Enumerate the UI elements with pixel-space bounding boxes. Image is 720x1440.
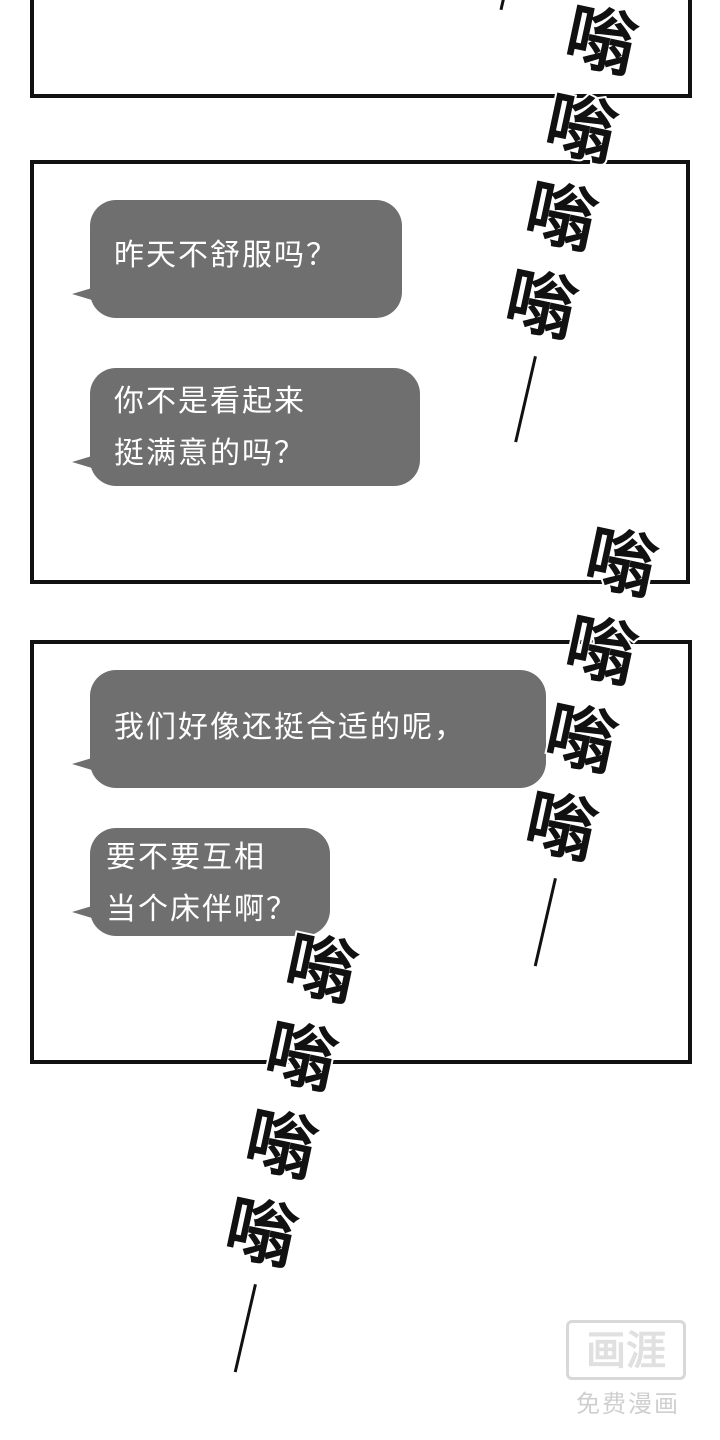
sound-effect: 嗡 [496,256,586,355]
speech-bubble: 我们好像还挺合适的呢， [72,670,546,788]
sound-effect: 嗡 [216,1184,306,1283]
sound-effect: 嗡 [516,778,606,877]
watermark-caption: 免费漫画 [576,1390,680,1418]
comic-panel-1 [30,0,692,98]
bubble-text: 你不是看起来 [114,384,306,419]
bubble-text: 昨天不舒服吗？ [114,238,338,273]
speech-bubble: 要不要互相 当个床伴啊？ [72,828,330,936]
sound-effect: 嗡 [556,602,646,701]
bubble-text: 我们好像还挺合适的呢， [114,710,466,745]
speech-bubble: 你不是看起来 挺满意的吗？ [72,368,420,486]
sound-effect: 嗡 [536,690,626,789]
sound-effect: 嗡 [236,1096,326,1195]
sound-effect: 嗡 [256,1008,346,1107]
sound-effect: 嗡 [536,80,626,179]
bubble-text: 当个床伴啊？ [106,892,298,927]
sound-effect: 嗡 [576,514,666,613]
bubble-text: 挺满意的吗？ [114,436,306,471]
motion-line [233,1284,257,1373]
sound-effect: 嗡 [556,0,646,90]
speech-bubble: 昨天不舒服吗？ [72,200,402,318]
watermark-logo: 画涯 [566,1320,686,1380]
bubble-text: 要不要互相 [106,840,266,875]
sound-effect: 嗡 [516,168,606,267]
sound-effect: 嗡 [276,920,366,1019]
